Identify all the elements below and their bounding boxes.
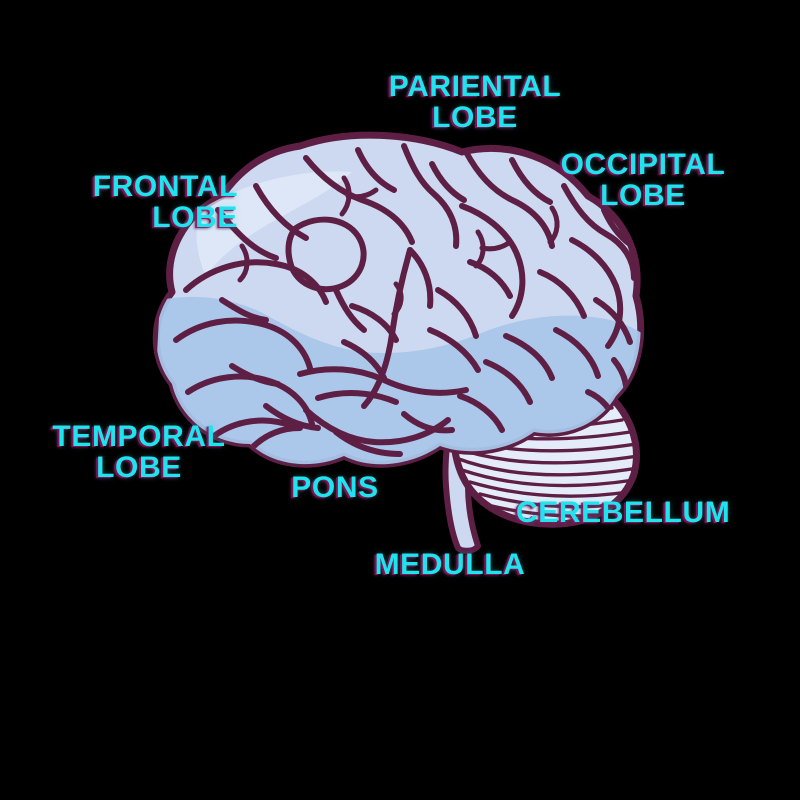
label-occipital-lobe: OCCIPITAL LOBE: [560, 148, 726, 212]
cerebrum-group: [152, 131, 645, 468]
label-medulla: MEDULLA: [374, 548, 526, 581]
label-frontal-lobe: FRONTAL LOBE: [92, 170, 238, 234]
label-temporal-lobe: TEMPORAL LOBE: [52, 420, 226, 484]
cerebrum-sulci: [173, 143, 639, 457]
label-cerebellum: CEREBELLUM: [516, 496, 731, 529]
cerebrum-sulci-fine: [237, 175, 560, 317]
label-parietal-lobe: PARIENTAL LOBE: [388, 70, 562, 134]
label-pons: PONS: [291, 471, 379, 504]
